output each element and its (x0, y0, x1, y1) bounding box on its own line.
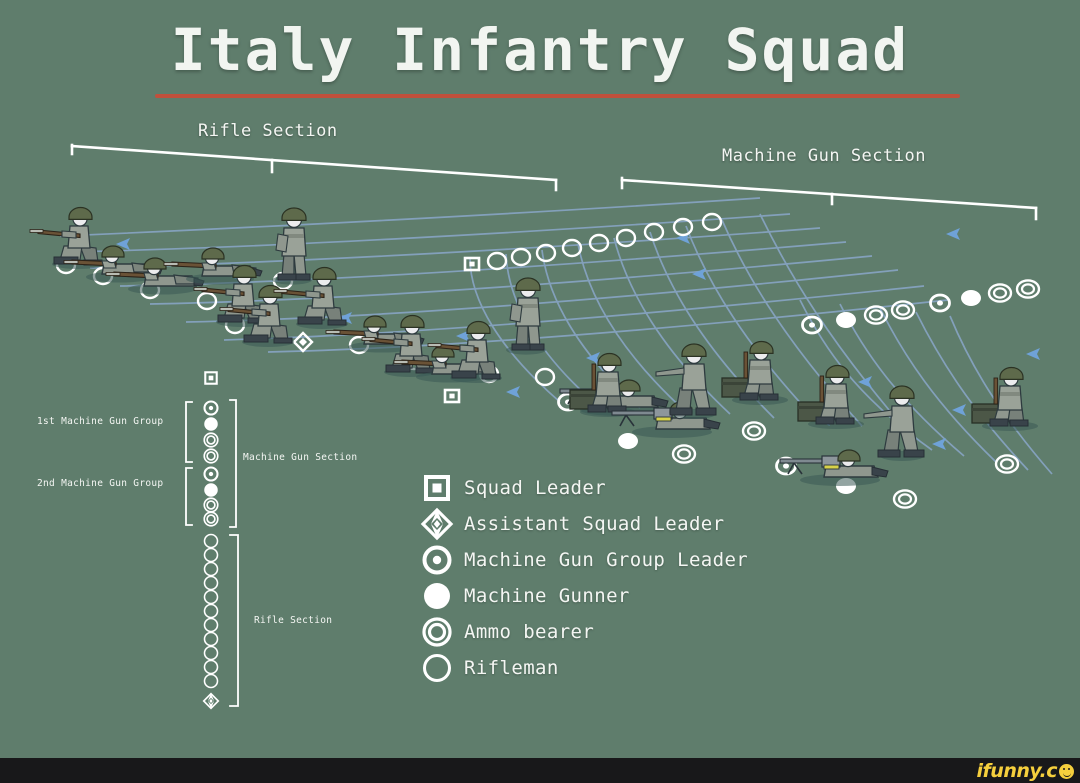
scene-label-machine-gun-section: Machine Gun Section (722, 146, 926, 166)
page-title: Italy Infantry Squad (170, 16, 910, 84)
legend-item-machine-gunner: Machine Gunner (418, 578, 748, 614)
legend-label: Squad Leader (464, 477, 607, 499)
legend-label: Ammo bearer (464, 621, 595, 643)
machine-gun-group-leader-icon (418, 542, 456, 578)
legend-label: Machine Gun Group Leader (464, 549, 749, 571)
org-label-machine-gun-section: Machine Gun Section (243, 452, 358, 463)
rifleman-icon (418, 650, 456, 686)
bottom-bar (0, 758, 1080, 783)
legend-item-squad-leader: Squad Leader (418, 470, 748, 506)
legend: Squad Leader Assistant Squad Leader Mach… (418, 470, 748, 686)
section-brackets (70, 143, 1038, 221)
assistant-squad-leader-icon (418, 506, 456, 542)
watermark-text: ifunny.c (976, 760, 1058, 782)
legend-item-rifleman: Rifleman (418, 650, 748, 686)
legend-label: Rifleman (464, 657, 559, 679)
scene-label-rifle-section: Rifle Section (198, 121, 338, 141)
smiley-face-icon (1059, 763, 1074, 779)
title-underline-rule (155, 94, 960, 98)
legend-label: Machine Gunner (464, 585, 630, 607)
org-label-1st-machine-gun-group: 1st Machine Gun Group (37, 416, 164, 427)
legend-item-ammo-bearer: Ammo bearer (418, 614, 748, 650)
legend-label: Assistant Squad Leader (464, 513, 725, 535)
org-label-rifle-section: Rifle Section (254, 615, 333, 626)
ammo-bearer-icon (418, 614, 456, 650)
machine-gunner-icon (418, 578, 456, 614)
legend-item-assistant-squad-leader: Assistant Squad Leader (418, 506, 748, 542)
ifunny-watermark: ifunny.c (977, 760, 1074, 782)
legend-item-machine-gun-group-leader: Machine Gun Group Leader (418, 542, 748, 578)
squad-leader-icon (418, 470, 456, 506)
organisation-chart (185, 371, 239, 710)
org-label-2nd-machine-gun-group: 2nd Machine Gun Group (37, 478, 164, 489)
